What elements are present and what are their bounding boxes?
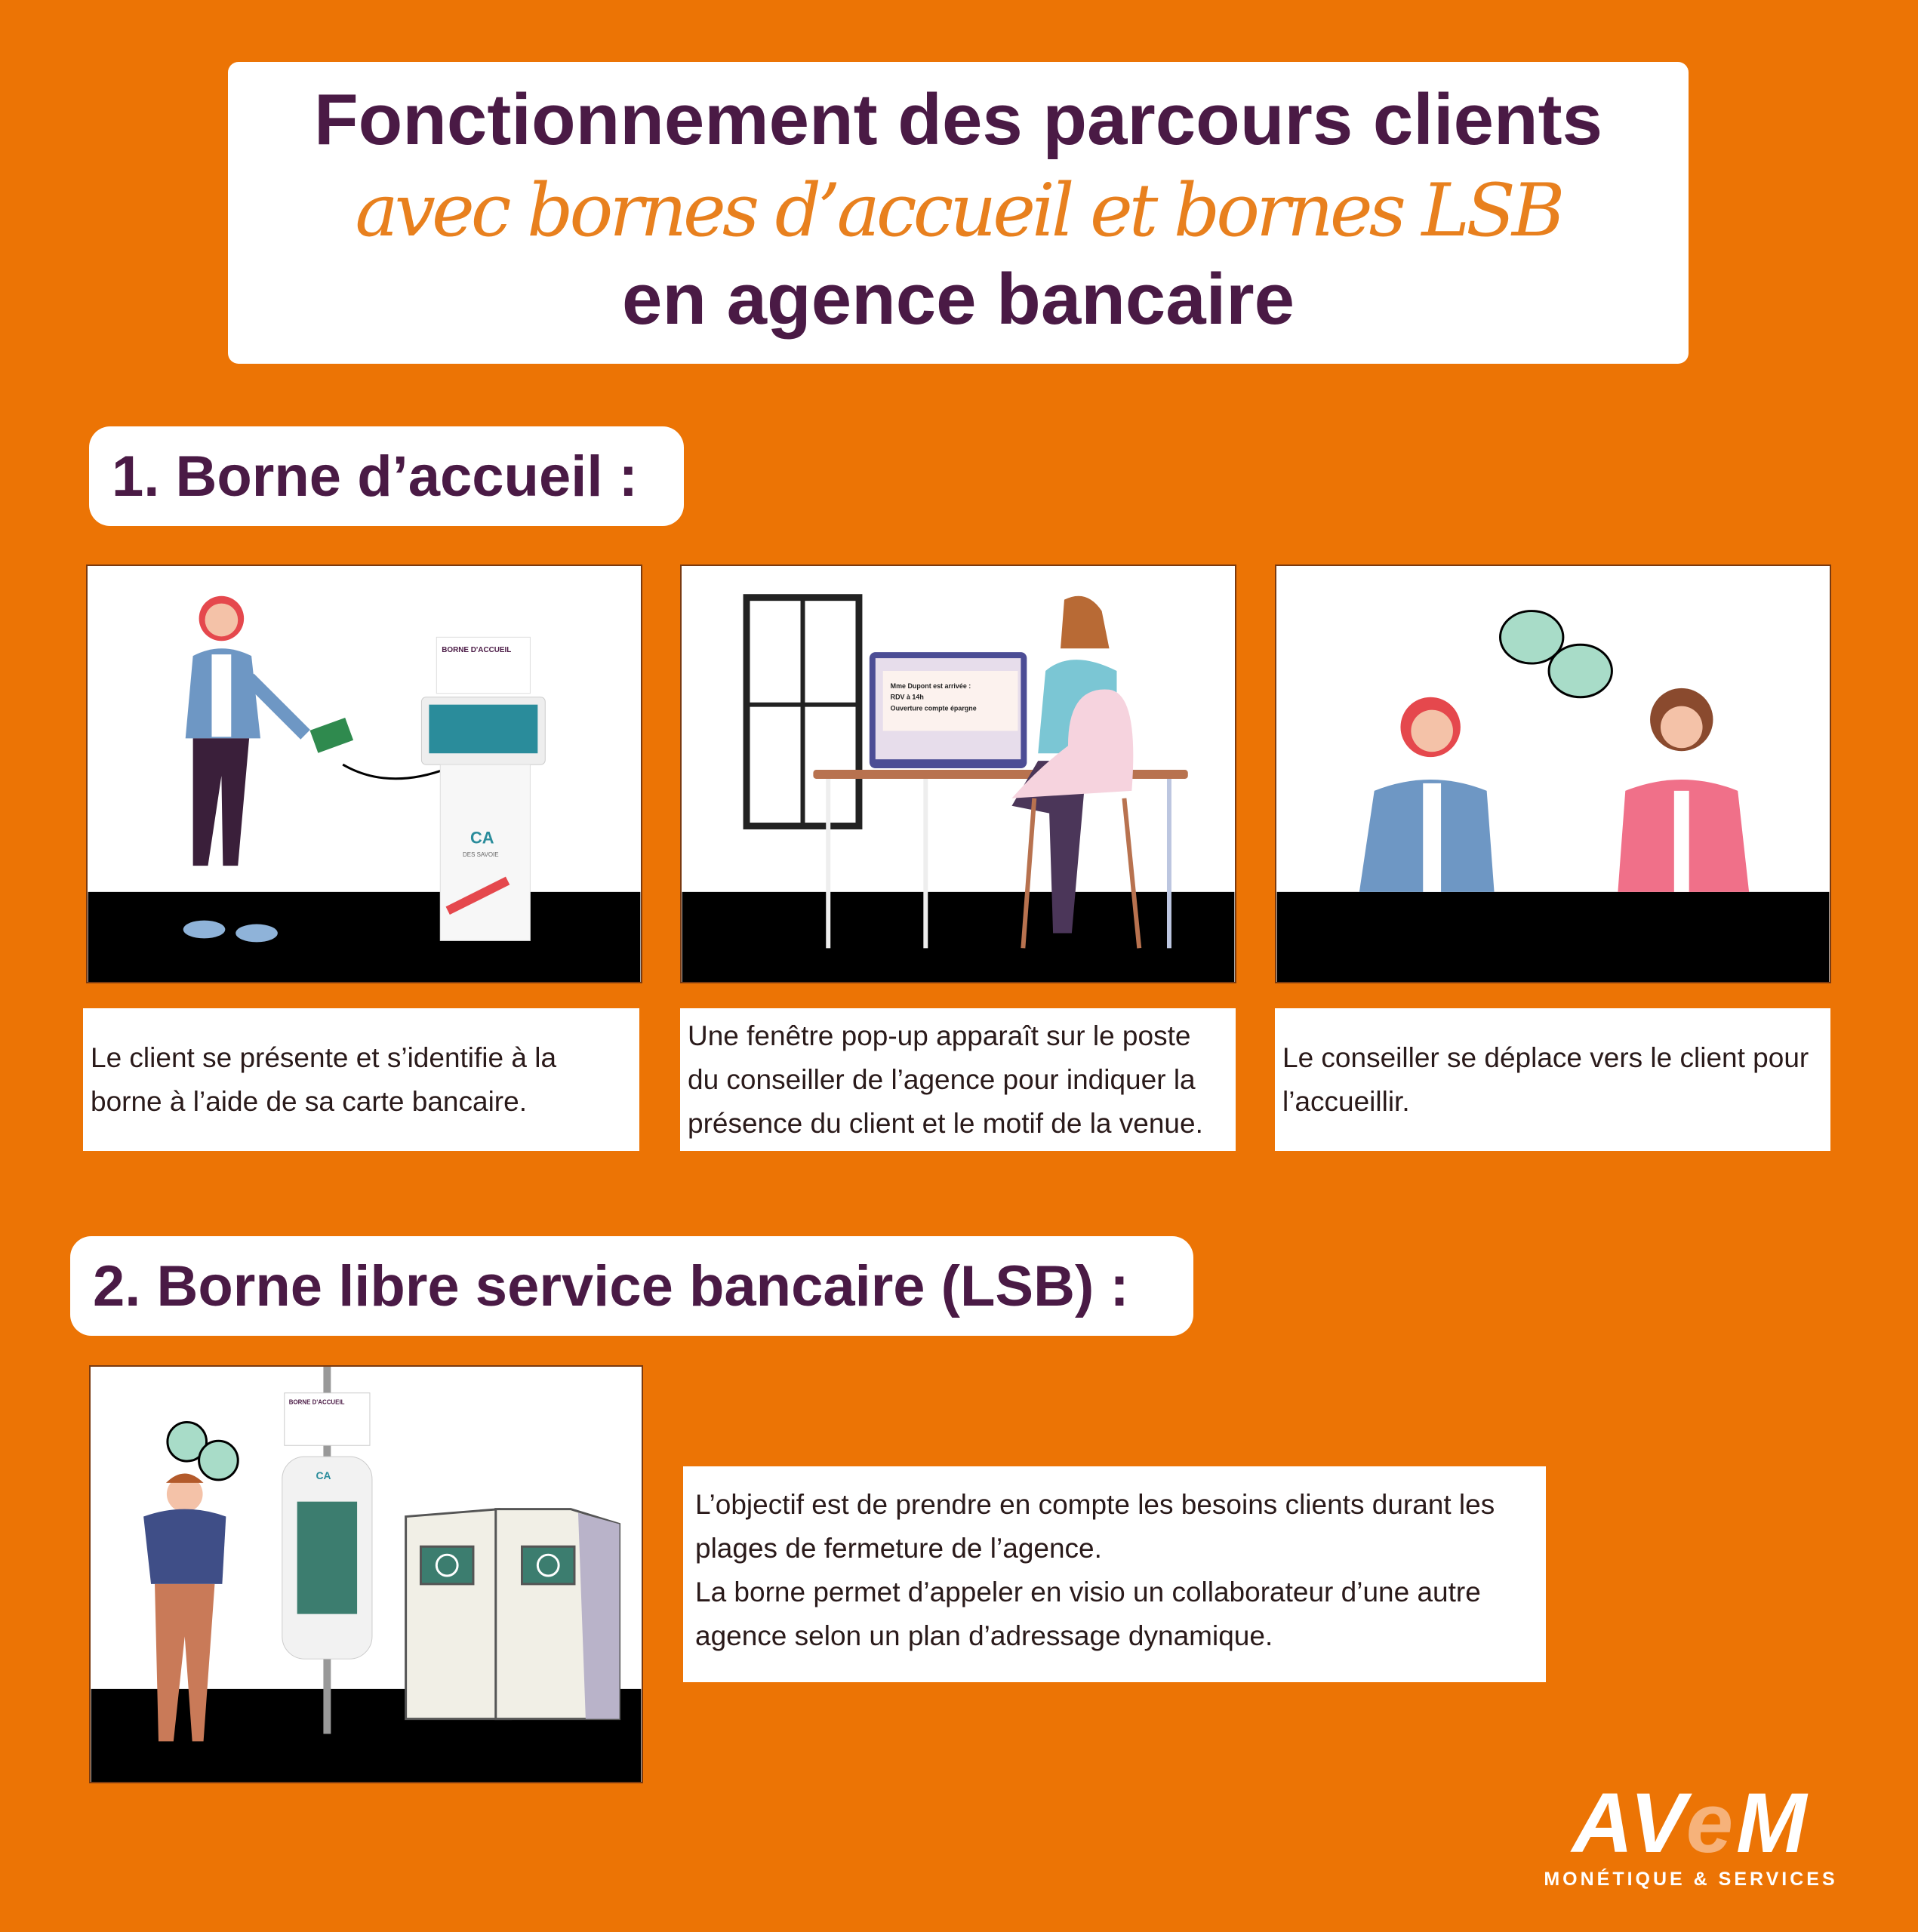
woman-figure xyxy=(183,595,448,943)
avem-logo: AVeM MONÉTIQUE & SERVICES xyxy=(1525,1781,1857,1890)
illustration-lsb-kiosk: BORNE D'ACCUEIL CA xyxy=(89,1365,643,1783)
atm-machines xyxy=(405,1508,621,1721)
logo-tagline: MONÉTIQUE & SERVICES xyxy=(1544,1869,1838,1890)
speech-bubble-icon xyxy=(1499,610,1565,665)
title-box: Fonctionnement des parcours clients avec… xyxy=(228,62,1689,364)
dollar-icon xyxy=(536,1553,560,1577)
svg-text:RDV à 14h: RDV à 14h xyxy=(891,694,924,701)
speech-bubble-icon xyxy=(1547,643,1613,699)
title-line-1: Fonctionnement des parcours clients xyxy=(314,79,1602,160)
section-1-heading: 1. Borne d’accueil : xyxy=(89,426,684,526)
svg-text:BORNE D'ACCUEIL: BORNE D'ACCUEIL xyxy=(289,1399,345,1406)
step-1-caption: Le client se présente et s’identifie à l… xyxy=(83,1008,639,1151)
step-2-caption: Une fenêtre pop-up apparaît sur le poste… xyxy=(680,1008,1236,1151)
lsb-text-paragraph: La borne permet d’appeler en visio un co… xyxy=(695,1577,1481,1651)
illustration-advisor-greets-client xyxy=(1275,565,1831,983)
svg-text:Mme Dupont est arrivée :: Mme Dupont est arrivée : xyxy=(891,682,971,690)
svg-text:CA: CA xyxy=(316,1469,331,1481)
title-line-3: en agence bancaire xyxy=(621,259,1295,340)
dollar-icon xyxy=(435,1553,459,1577)
step-3-caption: Le conseiller se déplace vers le client … xyxy=(1275,1008,1830,1151)
svg-text:BORNE D'ACCUEIL: BORNE D'ACCUEIL xyxy=(442,646,511,654)
speech-bubble-icon xyxy=(198,1439,239,1481)
illustration-client-kiosk: BORNE D'ACCUEIL CA DES SAVOIE xyxy=(86,565,642,983)
section-2-heading: 2. Borne libre service bancaire (LSB) : xyxy=(70,1236,1193,1336)
svg-text:DES SAVOIE: DES SAVOIE xyxy=(463,851,498,858)
illustration-advisor-popup: Mme Dupont est arrivée : RDV à 14h Ouver… xyxy=(680,565,1236,983)
kiosk: BORNE D'ACCUEIL CA DES SAVOIE xyxy=(420,636,546,941)
svg-text:CA: CA xyxy=(470,828,494,847)
speech-bubble-icon xyxy=(166,1420,208,1463)
title-line-2: avec bornes d’accueil et bornes LSB xyxy=(355,168,1565,253)
svg-text:Ouverture compte épargne: Ouverture compte épargne xyxy=(891,705,977,712)
lsb-text-paragraph: L’objectif est de prendre en compte les … xyxy=(695,1489,1495,1564)
lsb-description: L’objectif est de prendre en compte les … xyxy=(683,1466,1546,1682)
